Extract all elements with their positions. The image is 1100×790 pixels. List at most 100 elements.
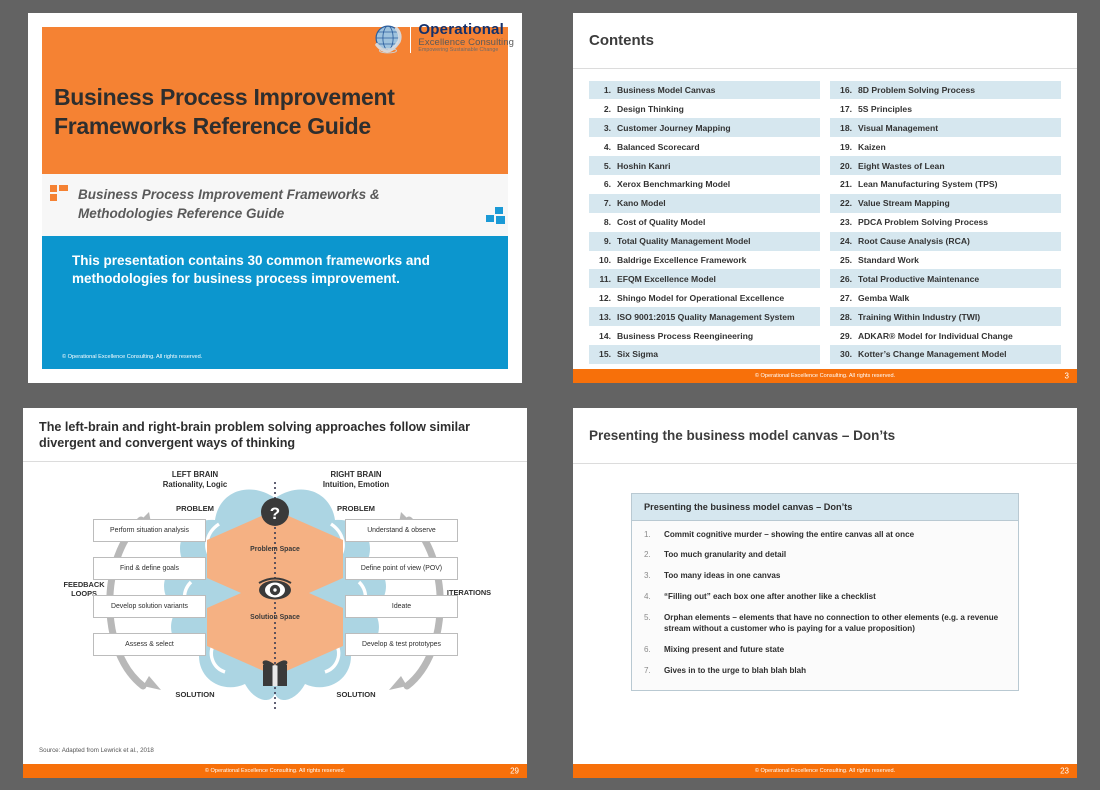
slide-title[interactable]: Operational Excellence Consulting Empowe… — [28, 12, 522, 383]
page-number: 3 — [1064, 371, 1069, 380]
contents-item[interactable]: 2.Design Thinking — [589, 99, 820, 118]
right-brain-line-2: Intuition, Emotion — [322, 480, 390, 490]
contents-item[interactable]: 30.Kotter’s Change Management Model — [830, 344, 1061, 364]
contents-item-label: Hoshin Kanri — [617, 160, 671, 171]
contents-item[interactable]: 21.Lean Manufacturing System (TPS) — [830, 175, 1061, 194]
title-copyright: © Operational Excellence Consulting. All… — [62, 353, 203, 360]
blue-squares-decor — [486, 206, 506, 225]
contents-item[interactable]: 15.Six Sigma — [589, 344, 820, 364]
logo-divider — [410, 22, 412, 53]
orange-squares-decor — [50, 184, 68, 201]
contents-item[interactable]: 9.Total Quality Management Model — [589, 231, 820, 251]
contents-item-label: Total Productive Maintenance — [858, 273, 980, 284]
contents-item[interactable]: 14.Business Process Reengineering — [589, 326, 820, 345]
logo-line-1: Operational — [418, 20, 504, 38]
right-brain-line-1: RIGHT BRAIN — [330, 469, 382, 479]
donts-item: 7.Gives in to the urge to blah blah blah — [644, 666, 1006, 677]
contents-item-number: 23. — [840, 217, 852, 228]
contents-item-label: 8D Problem Solving Process — [858, 84, 976, 95]
contents-item-label: Business Model Canvas — [617, 84, 716, 95]
donts-item-text: Orphan elements – elements that have no … — [664, 613, 999, 634]
contents-item[interactable]: 20.Eight Wastes of Lean — [830, 156, 1061, 175]
contents-item-number: 24. — [840, 236, 852, 247]
left-brain-header: LEFT BRAIN Rationality, Logic — [130, 470, 260, 490]
donts-item-number: 6. — [644, 645, 651, 655]
donts-item-number: 1. — [644, 529, 651, 539]
contents-item[interactable]: 16.8D Problem Solving Process — [830, 80, 1061, 100]
contents-header: Contents — [573, 13, 1077, 69]
slide-cell-brain: The left-brain and right-brain problem s… — [0, 395, 550, 790]
contents-item[interactable]: 17.5S Principles — [830, 99, 1061, 118]
contents-item-label: Cost of Quality Model — [617, 217, 706, 228]
contents-item[interactable]: 26.Total Productive Maintenance — [830, 269, 1061, 289]
donts-heading: Presenting the business model canvas – D… — [589, 427, 896, 443]
logo-line-3: Empowering Sustainable Change — [418, 47, 499, 54]
contents-item-label: Kano Model — [617, 198, 666, 209]
gift-icon — [262, 660, 288, 686]
contents-item[interactable]: 19.Kaizen — [830, 137, 1061, 156]
donts-item-number: 5. — [644, 613, 651, 623]
brain-diagram: ? LEFT BRAIN — [23, 462, 527, 724]
contents-item[interactable]: 24. Root Cause Analysis (RCA) — [830, 231, 1061, 251]
donts-item-list: 1.Commit cognitive murder – showing the … — [632, 521, 1018, 690]
contents-item-label: Root Cause Analysis (RCA) — [858, 236, 970, 247]
title-callout-box: This presentation contains 30 common fra… — [42, 235, 508, 369]
contents-item[interactable]: 1.Business Model Canvas — [589, 80, 820, 100]
contents-item[interactable]: 11.EFQM Excellence Model — [589, 269, 820, 289]
donts-panel: Presenting the business model canvas – D… — [631, 492, 1019, 691]
brain-node: Define point of view (POV) — [345, 556, 458, 580]
contents-item[interactable]: 22. Value Stream Mapping — [830, 193, 1061, 213]
page-number: 29 — [510, 766, 519, 775]
feedback-loops-label: FEEDBACK LOOPS — [41, 580, 127, 599]
slide-footer: © Operational Excellence Consulting. All… — [573, 763, 1077, 778]
slide-brain-diagram[interactable]: The left-brain and right-brain problem s… — [23, 407, 527, 778]
donts-item-text: Too much granularity and detail — [664, 550, 787, 560]
brain-node: Find & define goals — [93, 556, 206, 580]
contents-item-number: 2. — [603, 103, 611, 114]
contents-item-label: Training Within Industry (TWI) — [858, 311, 981, 322]
solution-space-label: Solution Space — [250, 613, 300, 621]
left-solution-label: SOLUTION — [175, 689, 215, 699]
contents-item[interactable]: 28.Training Within Industry (TWI) — [830, 307, 1061, 327]
contents-item-number: 7. — [603, 198, 611, 209]
contents-item-label: ISO 9001:2015 Quality Management System — [617, 311, 795, 322]
right-brain-header: RIGHT BRAIN Intuition, Emotion — [291, 470, 421, 490]
contents-item[interactable]: 4.Balanced Scorecard — [589, 137, 820, 156]
donts-item-text: “Filling out” each box one after another… — [664, 592, 876, 602]
contents-item-label: Value Stream Mapping — [858, 198, 950, 209]
contents-item[interactable]: 3.Customer Journey Mapping — [589, 118, 820, 138]
brain-node: Perform situation analysis — [93, 518, 206, 542]
svg-text:?: ? — [270, 504, 280, 523]
contents-item[interactable]: 25.Standard Work — [830, 251, 1061, 270]
feedback-line-2: LOOPS — [71, 589, 97, 599]
contents-item-label: Gemba Walk — [858, 292, 910, 303]
contents-item-label: Business Process Reengineering — [617, 330, 754, 341]
contents-item-number: 17. — [840, 103, 852, 114]
contents-item-label: Balanced Scorecard — [617, 141, 700, 152]
title-subtitle-band — [42, 173, 508, 236]
donts-item-number: 4. — [644, 592, 651, 602]
contents-item[interactable]: 18.Visual Management — [830, 118, 1061, 138]
contents-item-number: 10. — [599, 254, 611, 265]
title-heading: Business Process Improvement Frameworks … — [54, 83, 395, 140]
right-problem-label: PROBLEM — [337, 503, 375, 513]
donts-item-number: 2. — [644, 550, 651, 560]
slide-donts[interactable]: Presenting the business model canvas – D… — [573, 407, 1077, 778]
contents-item[interactable]: 6.Xerox Benchmarking Model — [589, 175, 820, 194]
contents-item[interactable]: 23.PDCA Problem Solving Process — [830, 213, 1061, 232]
contents-item[interactable]: 13.ISO 9001:2015 Quality Management Syst… — [589, 307, 820, 327]
brand-logo: Operational Excellence Consulting Empowe… — [371, 21, 514, 55]
contents-item[interactable]: 8.Cost of Quality Model — [589, 213, 820, 232]
contents-item[interactable]: 29.ADKAR® Model for Individual Change — [830, 326, 1061, 345]
contents-item-number: 22. — [840, 198, 852, 209]
contents-item[interactable]: 27.Gemba Walk — [830, 288, 1061, 307]
contents-item[interactable]: 5.Hoshin Kanri — [589, 156, 820, 175]
contents-item[interactable]: 12.Shingo Model for Operational Excellen… — [589, 288, 820, 307]
brain-heading: The left-brain and right-brain problem s… — [39, 419, 471, 451]
contents-item-number: 15. — [599, 349, 611, 360]
donts-item: 2. Too much granularity and detail — [644, 550, 1006, 561]
contents-item[interactable]: 7. Kano Model — [589, 193, 820, 213]
contents-item[interactable]: 10.Baldrige Excellence Framework — [589, 251, 820, 270]
contents-item-number: 18. — [840, 122, 852, 133]
